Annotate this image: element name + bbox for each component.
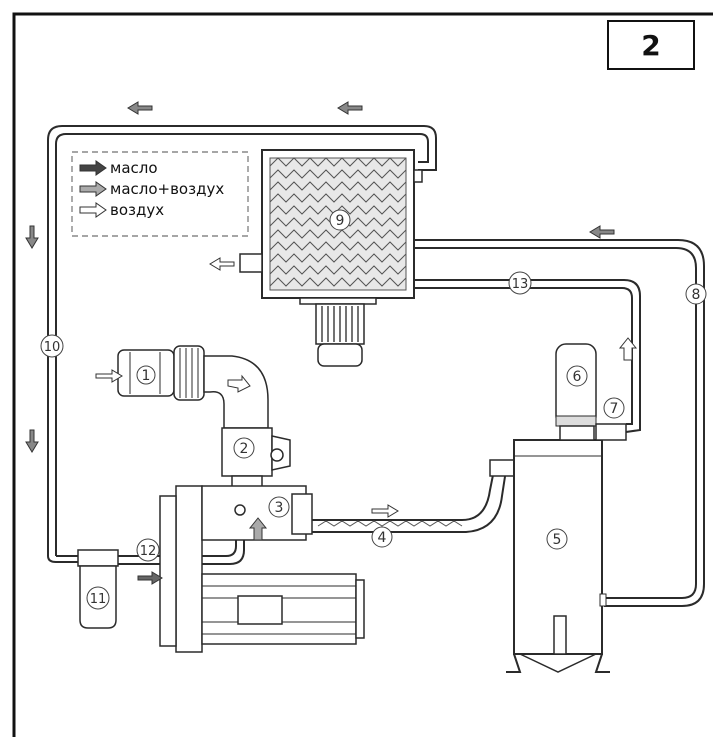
arrow-left-down-1-icon — [26, 226, 38, 248]
figure-number: 2 — [607, 20, 695, 70]
compressor-unit — [160, 486, 364, 652]
legend-arrow-air-icon — [80, 203, 106, 217]
label-3: 3 — [275, 500, 284, 516]
legend-label-oil: масло — [110, 160, 158, 176]
arrow-air-up-icon — [620, 338, 636, 360]
legend-label-oil-air: масло+воздух — [110, 181, 224, 197]
arrow-top-left-icon — [128, 102, 152, 114]
label-8: 8 — [692, 287, 701, 303]
separator-tank — [506, 440, 610, 672]
label-10: 10 — [44, 340, 61, 355]
hose-outer — [312, 470, 494, 520]
arrow-air-out-icon — [210, 258, 234, 270]
label-7: 7 — [610, 401, 619, 417]
label-12: 12 — [140, 544, 157, 559]
label-9: 9 — [336, 213, 345, 229]
label-11: 11 — [90, 592, 107, 607]
arrow-8-icon — [590, 226, 614, 238]
label-4: 4 — [378, 530, 387, 546]
label-13: 13 — [512, 277, 529, 292]
label-1: 1 — [142, 368, 151, 384]
hose-braid — [318, 521, 462, 526]
hose-fitting — [490, 460, 514, 476]
legend-label-air: воздух — [110, 202, 164, 218]
legend-arrow-oil-air-icon — [80, 182, 106, 196]
arrow-hose-icon — [372, 505, 398, 517]
air-filter — [118, 346, 268, 428]
label-6: 6 — [573, 369, 582, 385]
label-2: 2 — [240, 441, 249, 457]
intake-valve — [222, 428, 290, 488]
label-5: 5 — [553, 532, 562, 548]
arrow-left-down-2-icon — [26, 430, 38, 452]
cooler — [240, 150, 422, 366]
separator-filter — [556, 344, 626, 440]
legend-arrow-oil-icon — [80, 161, 106, 175]
pipe-13-inner — [414, 288, 632, 424]
arrow-top-right-icon — [338, 102, 362, 114]
arrow-oil-in-icon — [138, 572, 162, 584]
